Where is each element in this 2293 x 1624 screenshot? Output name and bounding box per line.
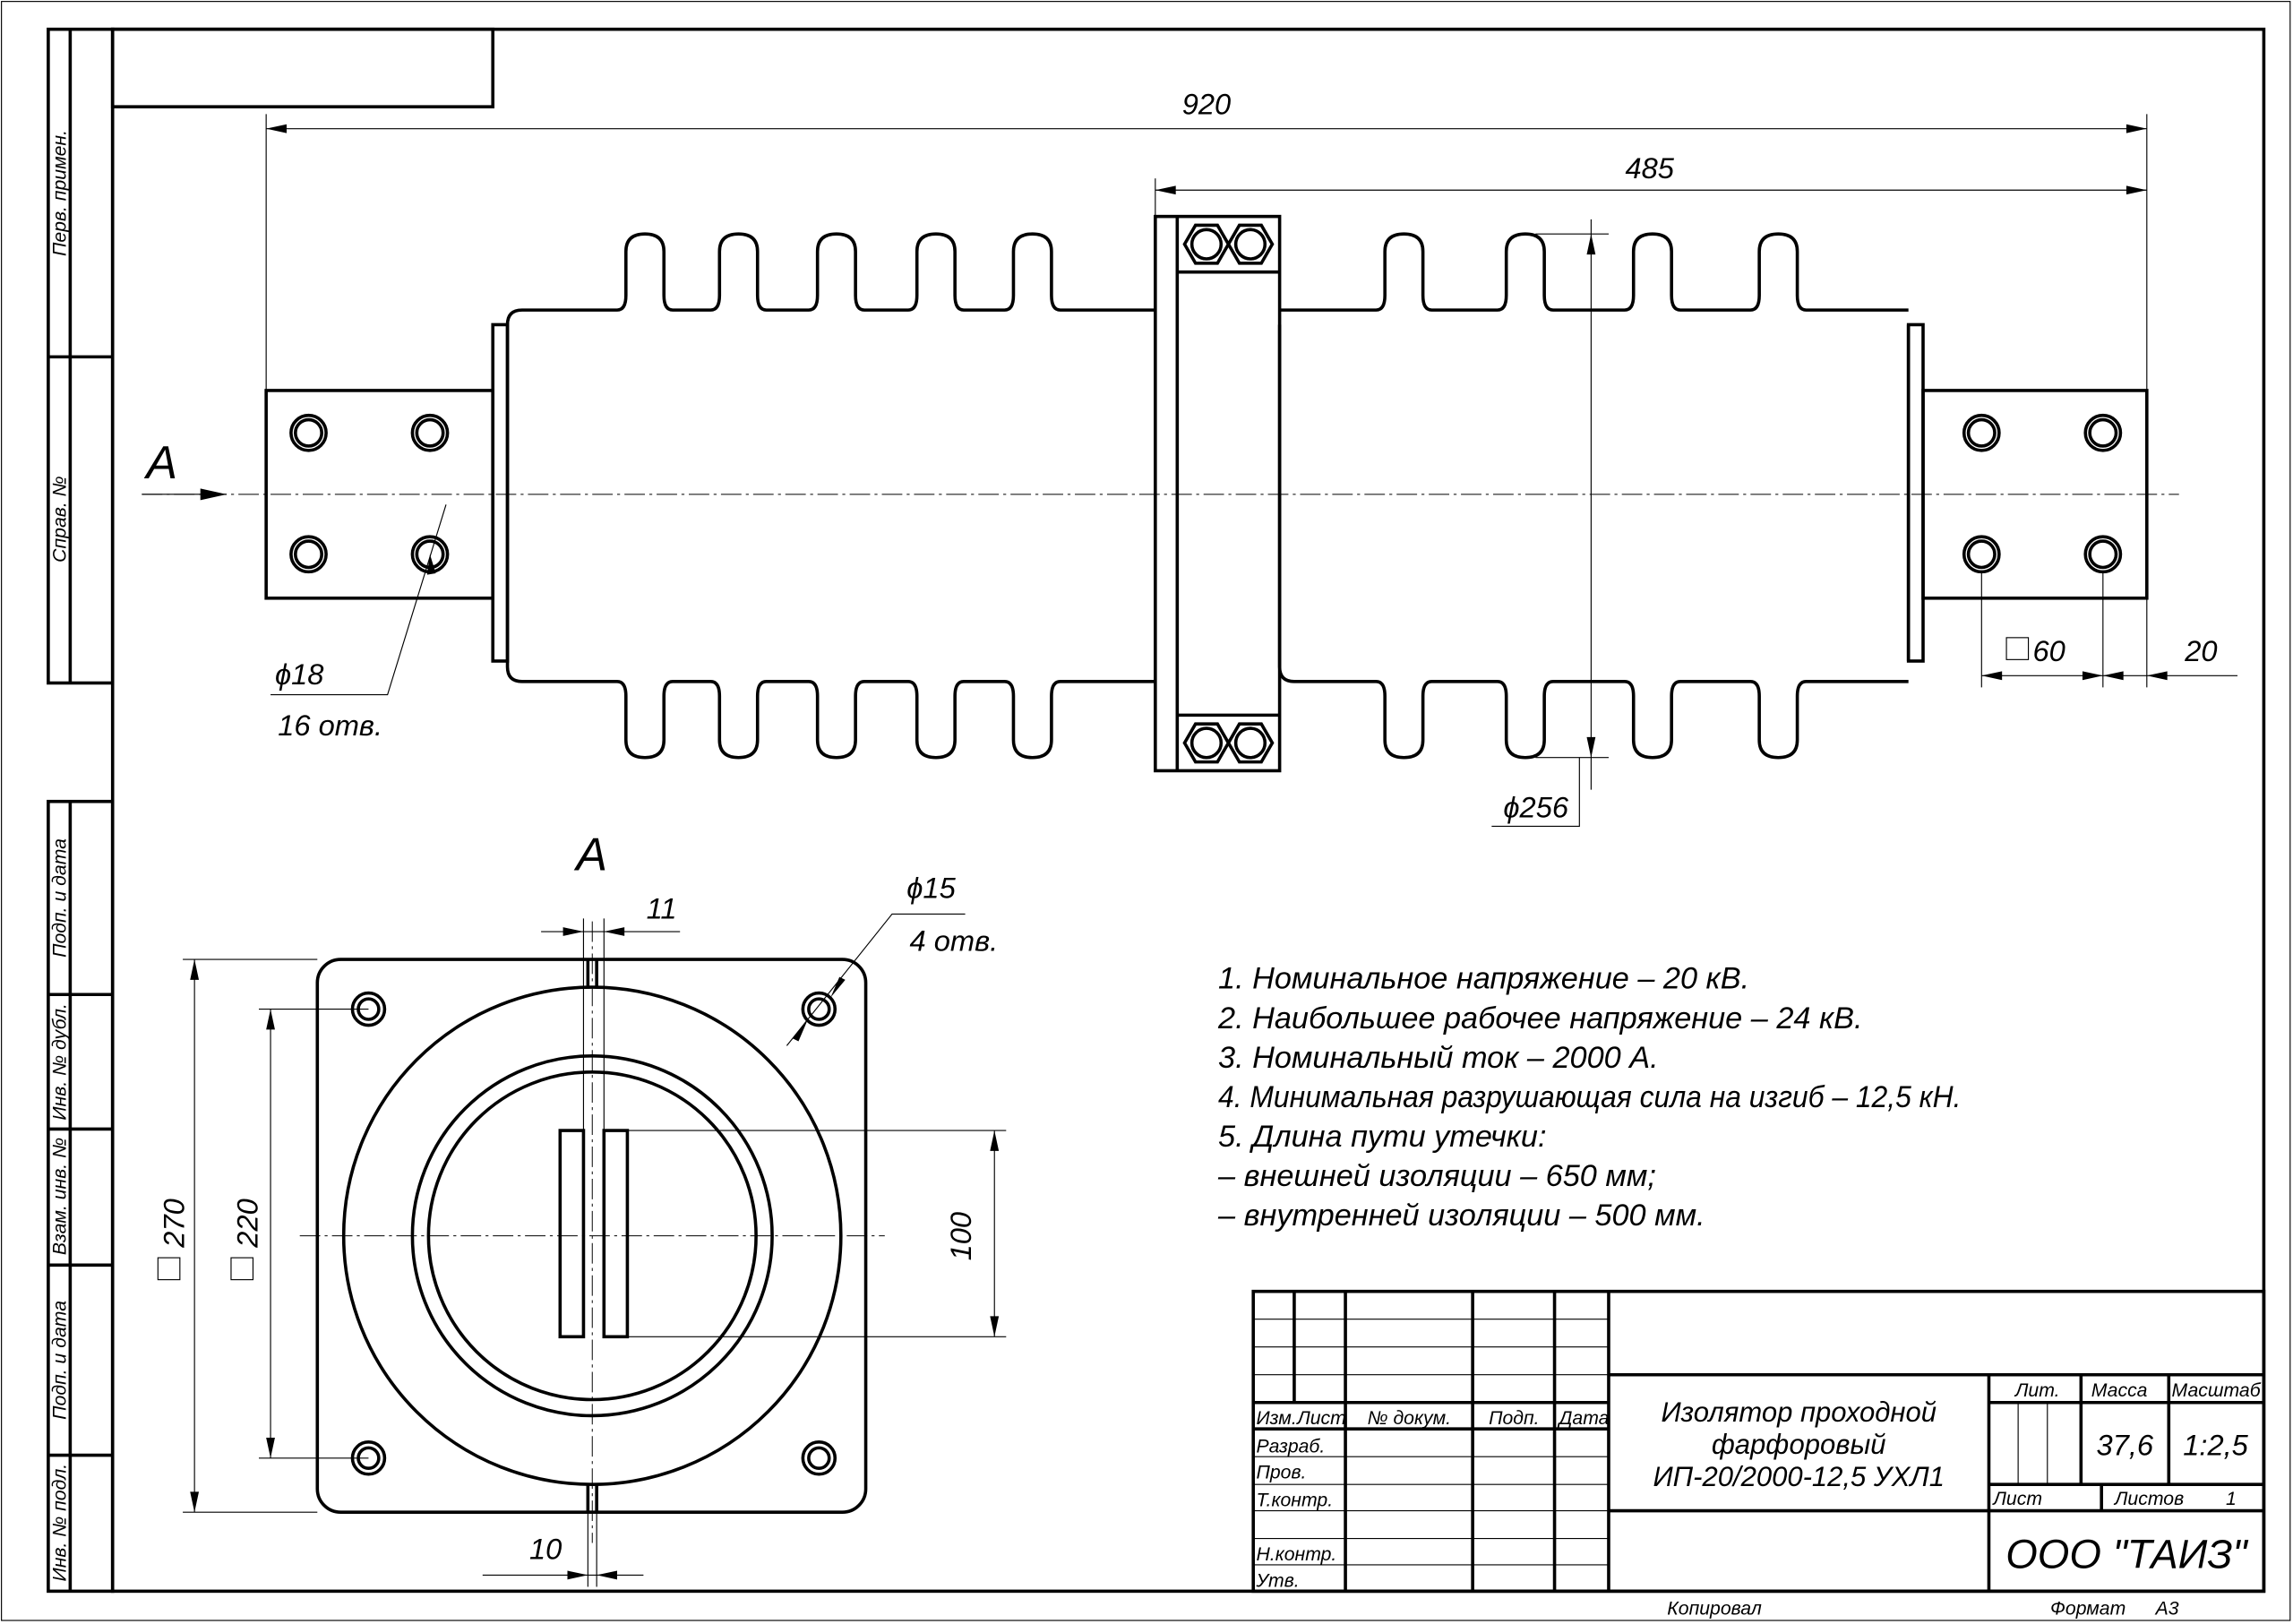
company-name: ООО "ТАИЗ" (2005, 1531, 2248, 1577)
nut-icon (1182, 722, 1231, 764)
product-name-line: ИП-20/2000-12,5 УХЛ1 (1653, 1461, 1945, 1492)
mounting-hole-inner (807, 1446, 831, 1471)
bolt-hole-inner (1966, 539, 1997, 570)
side-label: Справ. № (49, 476, 70, 562)
slot-right (602, 1129, 630, 1339)
nut-bore (1233, 228, 1267, 261)
nut-icon (1226, 722, 1275, 764)
dim-square-60: 60 (2032, 634, 2065, 667)
mounting-hole (801, 1440, 837, 1476)
bolt-hole (289, 535, 328, 574)
bolt-hole (1962, 413, 2001, 452)
mass-label: Масса (2091, 1380, 2148, 1401)
bolt-hole-inner (415, 417, 445, 448)
note-line: 1. Номинальное напряжение – 20 кВ. (1218, 962, 1749, 996)
slot-left (558, 1129, 586, 1339)
bolt-hole-inner (294, 539, 323, 570)
mounting-hole-inner (807, 997, 831, 1021)
view-a: А 270 220 100 11 (157, 829, 1007, 1587)
header-date: Дата (1557, 1408, 1609, 1429)
bolt-hole (410, 413, 450, 452)
note-line: – внутренней изоляции – 500 мм. (1217, 1199, 1705, 1233)
dim-11: 11 (647, 891, 677, 924)
role-label: Т.контр. (1256, 1491, 1333, 1511)
dimensions-main: 920 485 ϕ256 ϕ18 16 отв. 60 20 А (142, 87, 2238, 828)
format-value: А3 (2154, 1599, 2179, 1620)
dim-hole-18: ϕ18 (275, 657, 323, 691)
header-izm: Изм. (1256, 1408, 1296, 1429)
scale-value: 1:2,5 (2183, 1429, 2248, 1462)
dim-20: 20 (2184, 634, 2217, 667)
role-label: Пров. (1256, 1463, 1306, 1483)
title-block: Изм. Лист № докум. Подп. Дата Разраб. Пр… (1251, 1289, 2266, 1620)
dim-100: 100 (944, 1212, 977, 1260)
dim-920: 920 (1182, 87, 1231, 120)
format-label: Формат (2050, 1599, 2126, 1620)
side-label: Подп. и дата (49, 1301, 70, 1420)
header-list: Лист (1295, 1408, 1346, 1429)
inner-frame (110, 27, 2266, 1594)
bolt-hole-inner (1966, 417, 1997, 448)
square-symbol (2005, 637, 2030, 660)
dim-hole-count-a: 4 отв. (910, 924, 999, 957)
porcelain-body-left (505, 232, 1155, 760)
side-label: Взам. инв. № (49, 1138, 70, 1255)
dim-10: 10 (529, 1532, 562, 1565)
scale-label: Масштаб (2172, 1380, 2262, 1401)
header-sign: Подп. (1489, 1408, 1539, 1429)
side-label: Перв. примен. (49, 130, 70, 256)
square-symbol (157, 1257, 181, 1281)
view-marker-a: А (143, 437, 177, 489)
mounting-hole (801, 991, 837, 1027)
dim-hole-count: 16 отв. (278, 709, 382, 742)
technical-notes: 1. Номинальное напряжение – 20 кВ. 2. На… (1217, 962, 1961, 1233)
sheets-value: 1 (2226, 1489, 2237, 1509)
mounting-flange-clamp (1154, 214, 1282, 773)
dim-hole-15: ϕ15 (906, 871, 956, 904)
nut-icon (1226, 223, 1275, 265)
insulator-side-view (142, 214, 2179, 790)
side-stamp-top: Перв. примен. Справ. № (47, 27, 115, 685)
mass-value: 37,6 (2097, 1429, 2154, 1462)
nut-bore (1233, 726, 1267, 760)
bolt-hole (289, 413, 328, 452)
header-doc: № докум. (1368, 1408, 1451, 1429)
note-line: 2. Наибольшее рабочее напряжение – 24 кВ… (1217, 1001, 1862, 1035)
side-label: Инв. № подл. (49, 1464, 70, 1582)
side-stamp-bottom: Подп. и дата Инв. № дубл. Взам. инв. № П… (47, 799, 115, 1594)
dim-485: 485 (1625, 151, 1674, 185)
bolt-hole (2083, 413, 2123, 452)
nut-icon (1182, 223, 1231, 265)
nut-bore (1189, 228, 1224, 261)
bolt-hole-inner (294, 417, 323, 448)
note-line: 5. Длина пути утечки: (1218, 1120, 1546, 1154)
flange-plate (315, 958, 868, 1515)
dim-220: 220 (230, 1199, 263, 1248)
porcelain-body-right (1277, 232, 1911, 760)
product-name-line: Изолятор проходной (1661, 1396, 1937, 1428)
note-line: – внешней изоляции – 650 мм; (1217, 1159, 1656, 1193)
bolt-hole-inner (2088, 417, 2118, 448)
sheets-label: Листов (2113, 1489, 2184, 1509)
lit-label: Лит. (2014, 1380, 2060, 1401)
bolt-hole-inner (2088, 539, 2118, 570)
sheet-label: Лист (1991, 1489, 2042, 1509)
role-label: Н.контр. (1256, 1544, 1336, 1565)
role-label: Разраб. (1256, 1436, 1325, 1456)
note-line: 4. Минимальная разрушающая сила на изгиб… (1218, 1080, 1961, 1114)
dim-270: 270 (158, 1199, 191, 1248)
role-label: Утв. (1255, 1570, 1299, 1591)
side-label: Подп. и дата (49, 838, 70, 958)
product-name-line: фарфоровый (1712, 1429, 1886, 1460)
nut-bore (1189, 726, 1224, 760)
square-symbol (230, 1257, 254, 1281)
side-label: Инв. № дубл. (49, 1003, 70, 1121)
dim-diameter-256: ϕ256 (1503, 791, 1568, 824)
note-line: 3. Номинальный ток – 2000 А. (1218, 1041, 1659, 1075)
top-left-box (110, 27, 495, 108)
view-a-title: А (573, 829, 607, 881)
copied-label: Копировал (1667, 1599, 1762, 1620)
